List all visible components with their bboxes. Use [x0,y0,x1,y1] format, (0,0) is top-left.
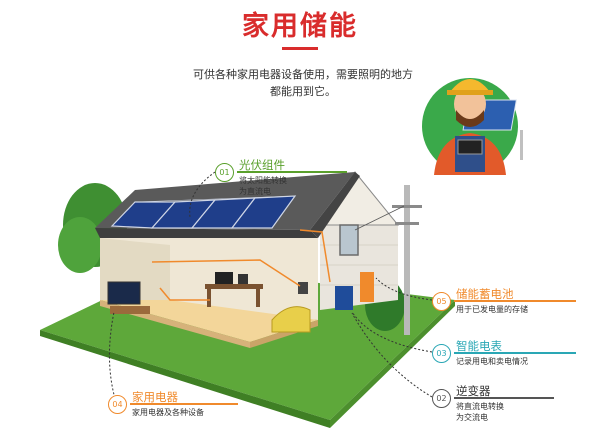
utility-pole [404,185,410,335]
meter-box [298,282,308,294]
callout-desc: 用于已发电量的存储 [456,304,528,315]
leader-05 [375,277,433,301]
callout-title: 家用电器 [132,390,178,404]
leader-04 [109,311,117,403]
tv [107,281,141,305]
callout-title: 光伏组件 [239,158,285,172]
callout-number: 04 [108,395,127,414]
callout-desc-line-1: 记录用电和卖电情况 [456,357,528,366]
callout-underline [454,352,576,354]
callout-number: 03 [432,344,451,363]
house-side-wall [320,225,398,310]
battery-box [360,272,374,302]
callout-desc: 记录用电和卖电情况 [456,356,528,367]
worker-tablet [457,139,483,155]
callout-desc: 将太阳能转换 为直流电 [239,175,287,197]
callout-number: 02 [432,389,451,408]
callout-desc: 将直流电转换 为交流电 [456,401,504,423]
callout-desc-line-1: 将太阳能转换 [239,176,287,185]
desk [205,284,263,289]
house-floor [100,300,318,342]
callout-underline [237,171,347,173]
solar-panels [110,195,297,229]
callout-desc-line-1: 用于已发电量的存储 [456,305,528,314]
callout-underline [454,397,554,399]
callout-desc-line-2: 为交流电 [456,413,488,422]
armchair [271,306,311,333]
leader-01 [189,171,216,218]
tv-cabinet [110,306,150,314]
hard-hat [450,79,490,92]
callout-underline [454,300,576,302]
title-underline [282,47,318,50]
callout-desc-line-1: 将直流电转换 [456,402,504,411]
inverter-box [335,286,353,310]
callout-underline [130,403,238,405]
page-title: 家用储能 [242,11,358,42]
intro-line-2: 都能用到它。 [270,85,336,98]
computer-monitor [215,272,233,284]
callout-number: 01 [215,163,234,182]
callout-desc-line-2: 为直流电 [239,187,271,196]
worker-illustration [422,78,523,175]
callout-desc: 家用电器及各种设备 [132,407,204,418]
callout-desc-line-1: 家用电器及各种设备 [132,408,204,417]
leader-02 [351,312,433,398]
intro-line-1: 可供各种家用电器设备使用，需要照明的地方 [193,68,413,81]
side-window [339,224,359,256]
intro-text: 可供各种家用电器设备使用，需要照明的地方 都能用到它。 [148,66,458,100]
callout-title: 逆变器 [456,384,491,398]
callout-title: 智能电表 [456,339,502,353]
callout-number: 05 [432,292,451,311]
callout-title: 储能蓄电池 [456,287,514,301]
leader-03 [351,311,433,353]
